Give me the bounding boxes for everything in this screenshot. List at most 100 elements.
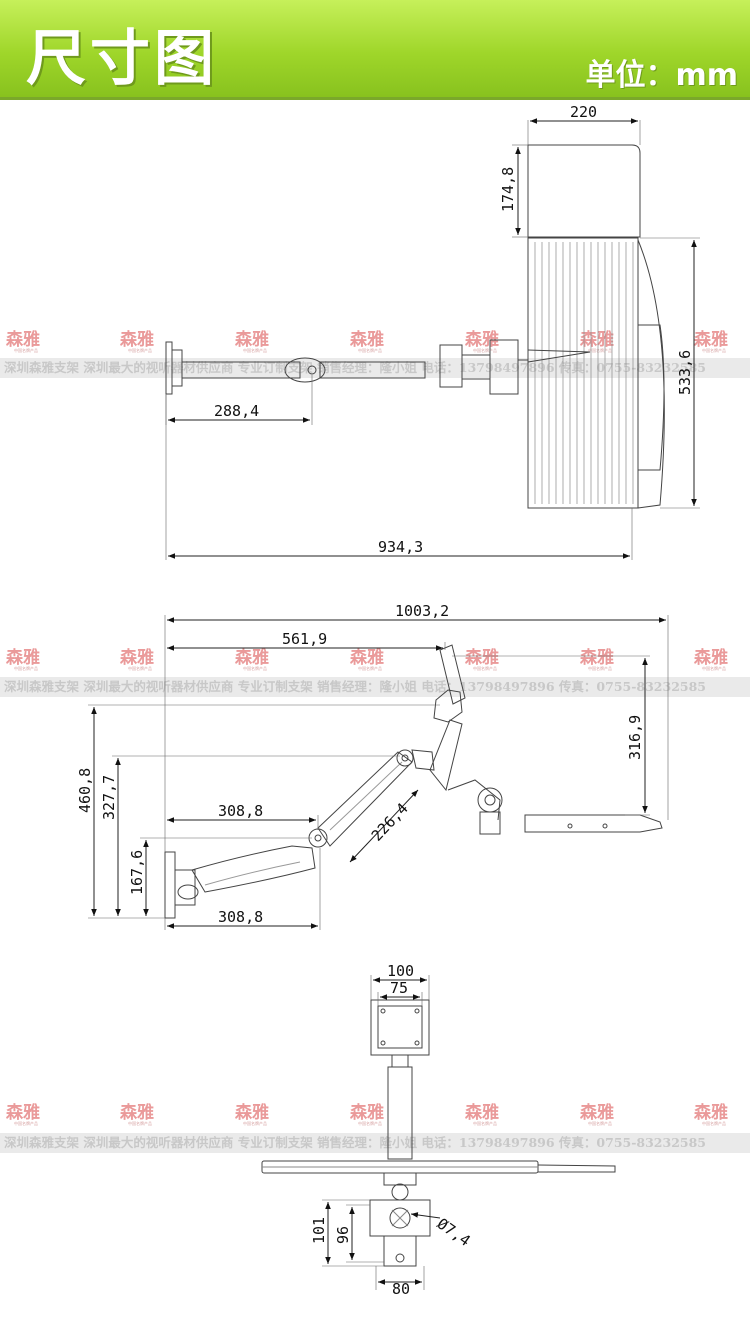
svg-text:中国名牌产品: 中国名牌产品	[702, 665, 726, 671]
svg-text:中国名牌产品: 中国名牌产品	[14, 347, 38, 353]
dim-label: 288,4	[214, 402, 259, 420]
wall-mount	[164, 851, 176, 919]
svg-text:森雅: 森雅	[120, 1102, 154, 1123]
dim-label: 167,6	[128, 850, 146, 895]
top-view	[165, 144, 665, 509]
svg-text:中国名牌产品: 中国名牌产品	[14, 665, 38, 671]
dim-label: 226,4	[368, 799, 412, 844]
vesa-plate-front	[370, 999, 430, 1056]
front-view-labels: 100 75 101 96 80 Ø7,4	[310, 962, 474, 1298]
arm-joint	[284, 357, 326, 383]
svg-text:中国名牌产品: 中国名牌产品	[702, 1120, 726, 1126]
svg-text:中国名牌产品: 中国名牌产品	[128, 347, 152, 353]
dim-label: 316,9	[626, 715, 644, 760]
svg-text:森雅: 森雅	[580, 329, 614, 350]
dim-label: 100	[387, 962, 414, 980]
svg-text:中国名牌产品: 中国名牌产品	[358, 665, 382, 671]
svg-text:森雅: 森雅	[694, 329, 728, 350]
side-view-dimensions	[88, 615, 669, 930]
monitor-tray-outline	[527, 144, 641, 238]
svg-text:森雅: 森雅	[120, 329, 154, 350]
svg-text:中国名牌产品: 中国名牌产品	[128, 1120, 152, 1126]
svg-text:森雅: 森雅	[694, 647, 728, 668]
dim-label: 308,8	[218, 802, 263, 820]
dim-label: 96	[334, 1226, 352, 1244]
front-post	[391, 1054, 409, 1068]
clamp-hole	[389, 1207, 411, 1229]
svg-text:中国名牌产品: 中国名牌产品	[358, 1120, 382, 1126]
dim-label: 561,9	[282, 630, 327, 648]
svg-text:中国名牌产品: 中国名牌产品	[128, 665, 152, 671]
svg-text:森雅: 森雅	[580, 647, 614, 668]
svg-text:中国名牌产品: 中国名牌产品	[588, 665, 612, 671]
keyboard-tray-side	[524, 814, 663, 833]
svg-text:中国名牌产品: 中国名牌产品	[358, 347, 382, 353]
svg-text:森雅: 森雅	[6, 1102, 40, 1123]
svg-text:森雅: 森雅	[6, 647, 40, 668]
keyboard-slats	[534, 242, 634, 504]
header-banner: 尺寸图 单位：mm	[0, 0, 750, 100]
dim-label: 80	[392, 1280, 410, 1298]
dim-label: 75	[390, 979, 408, 997]
dim-label: Ø7,4	[434, 1215, 474, 1250]
watermark-text: 深圳森雅支架 深圳最大的视听器材供应商 专业订制支架 销售经理：隆小姐 电话：1…	[4, 679, 706, 694]
svg-text:中国名牌产品: 中国名牌产品	[473, 665, 497, 671]
dim-label: 174,8	[499, 167, 517, 212]
dim-label: 101	[310, 1217, 328, 1244]
svg-text:中国名牌产品: 中国名牌产品	[473, 1120, 497, 1126]
svg-text:森雅: 森雅	[465, 647, 499, 668]
svg-text:森雅: 森雅	[120, 647, 154, 668]
unit-label: 单位：mm	[585, 58, 738, 93]
svg-text:森雅: 森雅	[235, 329, 269, 350]
svg-text:中国名牌产品: 中国名牌产品	[702, 347, 726, 353]
svg-text:中国名牌产品: 中国名牌产品	[243, 347, 267, 353]
arm-segment-2	[319, 361, 426, 379]
watermark-band-1: 深圳森雅支架 深圳最大的视听器材供应商 专业订制支架 销售经理：隆小姐 电话：1…	[0, 358, 750, 378]
svg-text:森雅: 森雅	[580, 1102, 614, 1123]
dim-label: 460,8	[76, 768, 94, 813]
svg-text:森雅: 森雅	[694, 1102, 728, 1123]
dim-label: 934,3	[378, 538, 423, 556]
svg-text:森雅: 森雅	[350, 329, 384, 350]
svg-text:中国名牌产品: 中国名牌产品	[243, 665, 267, 671]
dim-label: 533,6	[676, 350, 694, 395]
svg-text:森雅: 森雅	[235, 1102, 269, 1123]
vesa-head	[433, 689, 463, 723]
dim-label: 220	[570, 103, 597, 121]
svg-text:森雅: 森雅	[350, 647, 384, 668]
svg-text:森雅: 森雅	[465, 1102, 499, 1123]
vesa-plate	[439, 644, 466, 705]
page-title: 尺寸图	[26, 24, 218, 94]
svg-text:中国名牌产品: 中国名牌产品	[588, 1120, 612, 1126]
keyboard-tray-rim	[637, 239, 665, 509]
front-view	[261, 999, 616, 1267]
svg-text:中国名牌产品: 中国名牌产品	[588, 347, 612, 353]
watermark-text: 深圳森雅支架 深圳最大的视听器材供应商 专业订制支架 销售经理：隆小姐 电话：1…	[4, 1135, 706, 1150]
svg-text:中国名牌产品: 中国名牌产品	[243, 1120, 267, 1126]
top-view-dimensions	[165, 118, 700, 560]
dim-label: 1003,2	[395, 602, 449, 620]
lower-arm	[191, 845, 316, 893]
top-view-labels: 220 174,8 533,6 288,4 934,3	[214, 103, 694, 556]
